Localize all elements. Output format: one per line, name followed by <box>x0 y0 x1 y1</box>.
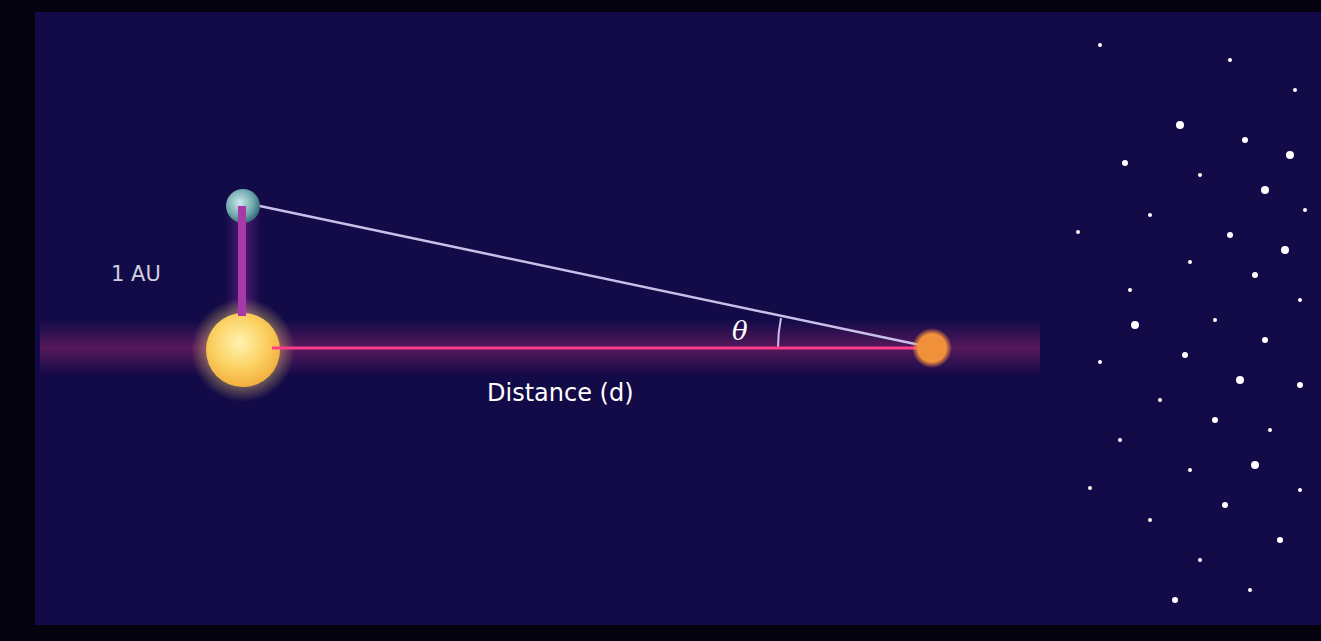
space-background <box>35 12 1321 625</box>
target-star <box>920 336 944 360</box>
distance-glow <box>40 320 1040 376</box>
distance-label: Distance (d) <box>487 380 634 406</box>
au-bar <box>238 206 246 316</box>
distance-unit-label: 1 AU <box>111 263 161 286</box>
sun <box>206 313 280 387</box>
star-field <box>1076 43 1307 603</box>
star-glow <box>912 328 952 368</box>
distance-line <box>272 347 922 350</box>
angle-arc <box>778 318 781 348</box>
angle-label: θ <box>732 317 748 346</box>
sight-line <box>255 205 920 345</box>
